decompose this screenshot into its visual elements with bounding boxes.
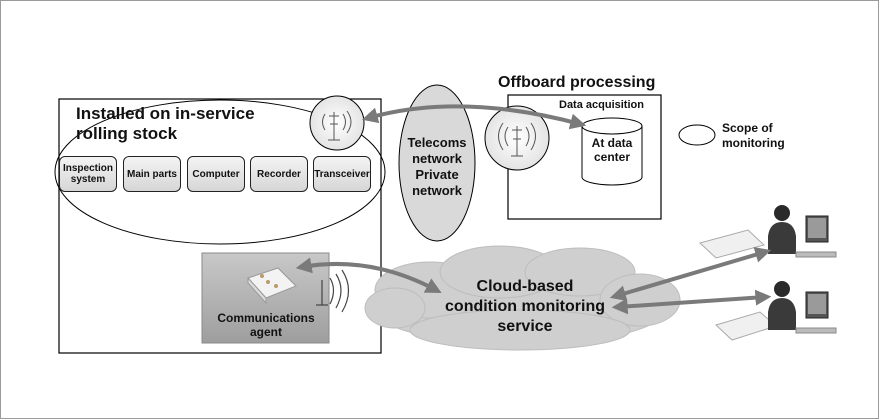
component-inspection-system: Inspection system [59, 156, 117, 192]
arrow-cloud-to-user1 [609, 247, 772, 301]
component-computer: Computer [187, 156, 245, 192]
agent-label: Communications agent [203, 311, 329, 339]
cloud-label-line2: condition monitoring [445, 298, 605, 315]
rolling-stock-title-line1: Installed on in-service [76, 104, 255, 123]
arrow-train-to-datacenter [361, 104, 587, 130]
component-main-parts: Main parts [123, 156, 181, 192]
arrow-cloud-to-user2 [611, 289, 772, 315]
network-label-line2: network [412, 151, 462, 166]
rolling-stock-scope-ellipse [54, 99, 386, 245]
cloud-label-line3: service [497, 318, 553, 335]
person-at-computer-icon [715, 281, 837, 341]
network-label-line4: network [412, 183, 462, 198]
legend-label: Scope of monitoring [722, 121, 785, 151]
cloud-label: Cloud-based condition monitoring service [410, 277, 640, 337]
legend-label-line2: monitoring [722, 136, 785, 150]
component-recorder: Recorder [250, 156, 308, 192]
person-at-computer-icon [699, 205, 837, 259]
rolling-stock-title: Installed on in-service rolling stock [76, 104, 255, 144]
arrow-agent-to-cloud [295, 257, 442, 293]
datacenter-label: At data center [582, 136, 642, 164]
cloud-label-line1: Cloud-based [476, 278, 574, 295]
offboard-title: Offboard processing [498, 74, 656, 91]
network-label-line1: Telecoms [407, 135, 467, 150]
datacenter-label-line2: center [593, 150, 631, 164]
network-label: Telecoms network Private network [404, 135, 470, 199]
agent-label-line2: agent [249, 325, 282, 339]
datacenter-label-line1: At data [591, 136, 633, 150]
antenna-icon [322, 110, 352, 141]
legend-label-line1: Scope of [722, 121, 773, 135]
legend-ellipse [678, 124, 716, 146]
network-label-line3: Private [415, 167, 459, 182]
offboard-subtitle: Data acquisition [559, 99, 644, 111]
database-cylinder-icon [581, 117, 643, 186]
rolling-stock-title-line2: rolling stock [76, 124, 178, 143]
train-antenna-bubble [309, 95, 365, 151]
device-icon [247, 267, 297, 305]
agent-label-line1: Communications [217, 311, 315, 325]
component-transceiver: Transceiver [313, 156, 371, 192]
